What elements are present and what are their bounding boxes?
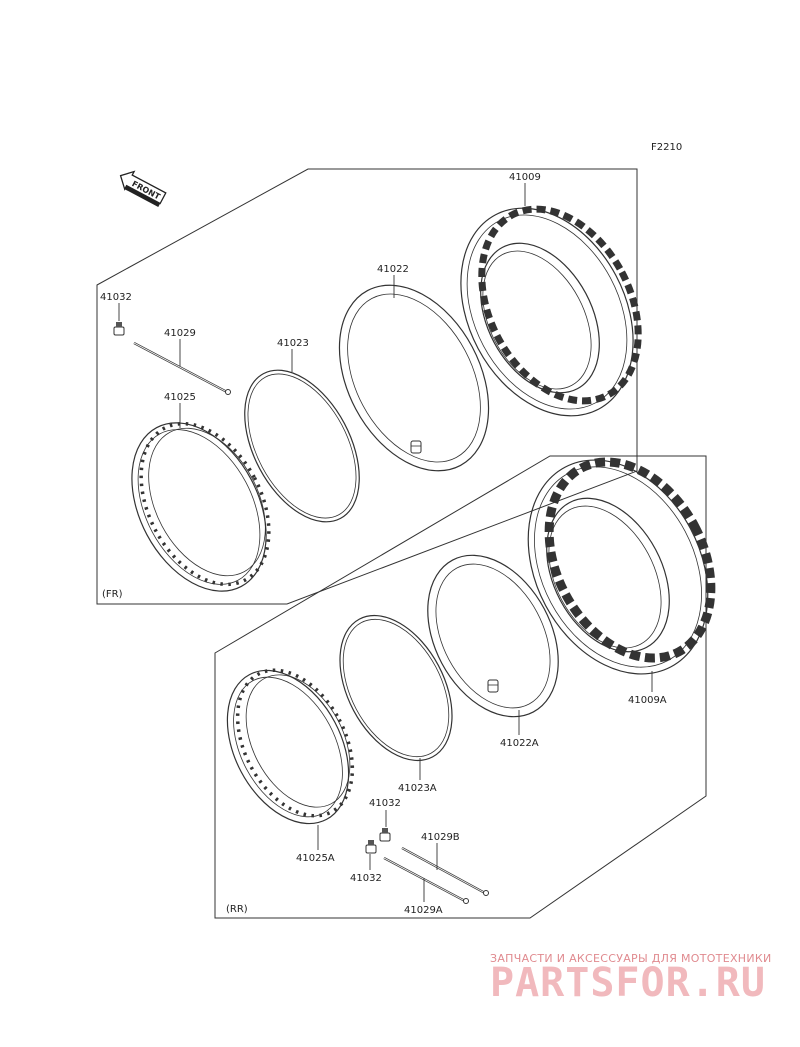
label-41009A: 41009A [628, 695, 667, 706]
label-41032-upper: 41032 [369, 798, 401, 809]
rear-spoke-nipple-lower [365, 840, 377, 854]
rear-spoke-nipple-upper [379, 828, 391, 842]
label-41032-front: 41032 [100, 292, 132, 303]
label-41029A: 41029A [404, 905, 443, 916]
rear-rim-band [339, 614, 453, 762]
rear-spoke-b [401, 847, 489, 896]
rear-panel-frame [214, 455, 707, 919]
label-41025: 41025 [164, 392, 196, 403]
label-41032-lower: 41032 [350, 873, 382, 884]
label-41009: 41009 [509, 172, 541, 183]
label-41025A: 41025A [296, 853, 335, 864]
front-rim-band [244, 369, 360, 523]
front-spoke-nipple [113, 322, 125, 336]
front-arrow-icon: FRONT [119, 170, 167, 208]
label-41029: 41029 [164, 328, 196, 339]
watermark-tagline: ЗАПЧАСТИ И АКСЕССУАРЫ ДЛЯ МОТОТЕХНИКИ [490, 952, 772, 965]
front-rim [131, 421, 271, 592]
front-spoke [133, 342, 231, 395]
label-41022: 41022 [377, 264, 409, 275]
front-group-tag: (FR) [102, 589, 123, 600]
label-41022A: 41022A [500, 738, 539, 749]
rear-group-tag: (RR) [226, 904, 248, 915]
front-tire [460, 205, 642, 417]
label-41029B: 41029B [421, 832, 460, 843]
rear-rim [226, 668, 355, 825]
rear-tire [527, 457, 716, 675]
front-panel-frame [96, 168, 638, 605]
front-tube [338, 284, 490, 472]
rear-spoke-a [383, 857, 469, 904]
rear-tube [427, 554, 559, 718]
label-41023A: 41023A [398, 783, 437, 794]
label-41023: 41023 [277, 338, 309, 349]
diagram-code: F2210 [651, 142, 682, 153]
watermark-brand: PARTSFOR.RU [490, 960, 766, 1006]
